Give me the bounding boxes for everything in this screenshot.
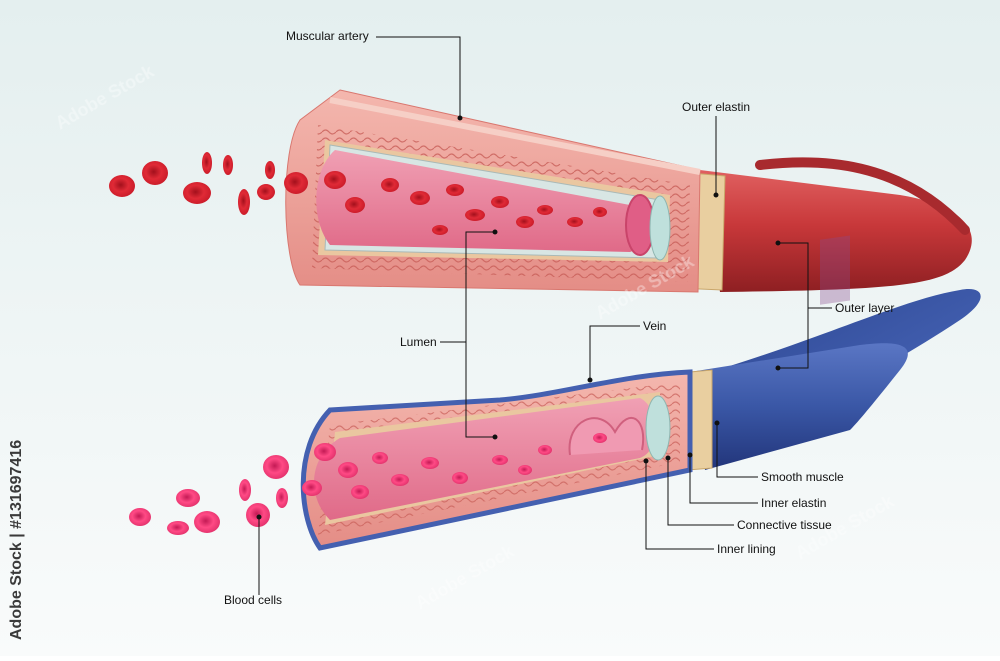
label-outer-layer: Outer layer [835,301,895,315]
label-lumen: Lumen [400,335,437,349]
leader-inner-elastin [689,455,758,504]
leader-connective-tissue [667,458,734,526]
free-cells-vein [129,455,289,535]
vein-outer-layer [690,343,908,470]
artery-upper-loop [755,157,970,235]
artery-cells [324,171,607,235]
artery [285,89,972,293]
leader-lumen-bracket [465,231,495,438]
vein-connective-ring [645,395,671,461]
free-cells-artery [109,152,308,215]
vein-lumen [313,398,656,520]
artery-rim [329,97,701,175]
stock-id: Adobe Stock | #131697416 [8,439,25,640]
vein [300,235,908,551]
label-connective-tissue: Connective tissue [737,518,832,532]
label-muscular-artery: Muscular artery [286,29,369,43]
label-inner-elastin: Inner elastin [761,496,827,510]
leader-lines [256,36,832,595]
vein-junction-shade [820,235,850,305]
label-blood-cells: Blood cells [224,593,283,607]
vein-cells [302,433,607,499]
label-outer-elastin: Outer elastin [682,100,751,114]
artery-lumen [316,150,645,252]
leader-smooth-muscle [716,423,758,478]
leader-vein [589,325,640,380]
label-smooth-muscle: Smooth muscle [761,470,844,484]
leader-outer-layer-bracket [778,242,809,369]
artery-connective-ring [649,195,671,261]
label-inner-lining: Inner lining [717,542,776,556]
artery-outer-layer [700,170,972,292]
label-vein: Vein [643,319,667,333]
leader-inner-lining [645,461,714,550]
leader-muscular-artery [376,36,461,118]
